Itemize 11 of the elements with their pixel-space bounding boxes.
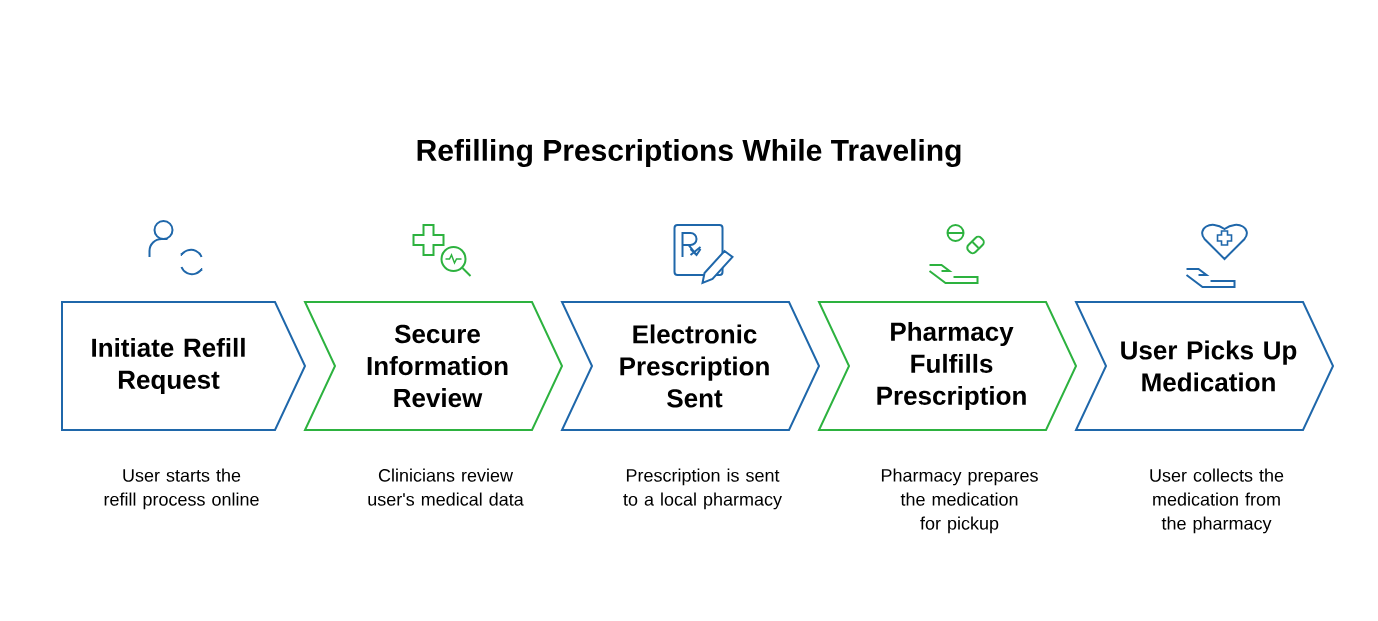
- description-text: Pharmacy prepares the medication for pickup: [881, 468, 1038, 534]
- description-text: User collects the medication from the pharmacy: [1150, 468, 1284, 534]
- chevron-step: Pharmacy Fulfills Prescription: [817, 301, 1078, 431]
- description-text: Prescription is sent to a local pharmacy: [623, 468, 782, 510]
- chevron-step: User Picks Up Medication: [1074, 301, 1335, 431]
- chevron-step: Initiate Refill Request: [61, 301, 307, 431]
- description-text: Clinicians review user's medical data: [368, 468, 524, 506]
- description-text: User starts the refill process online: [104, 468, 259, 510]
- chevron-step: Electronic Prescription Sent: [560, 301, 821, 431]
- title: Refilling Prescriptions While Traveling: [417, 138, 961, 168]
- chevron-step: Secure Information Review: [303, 301, 564, 431]
